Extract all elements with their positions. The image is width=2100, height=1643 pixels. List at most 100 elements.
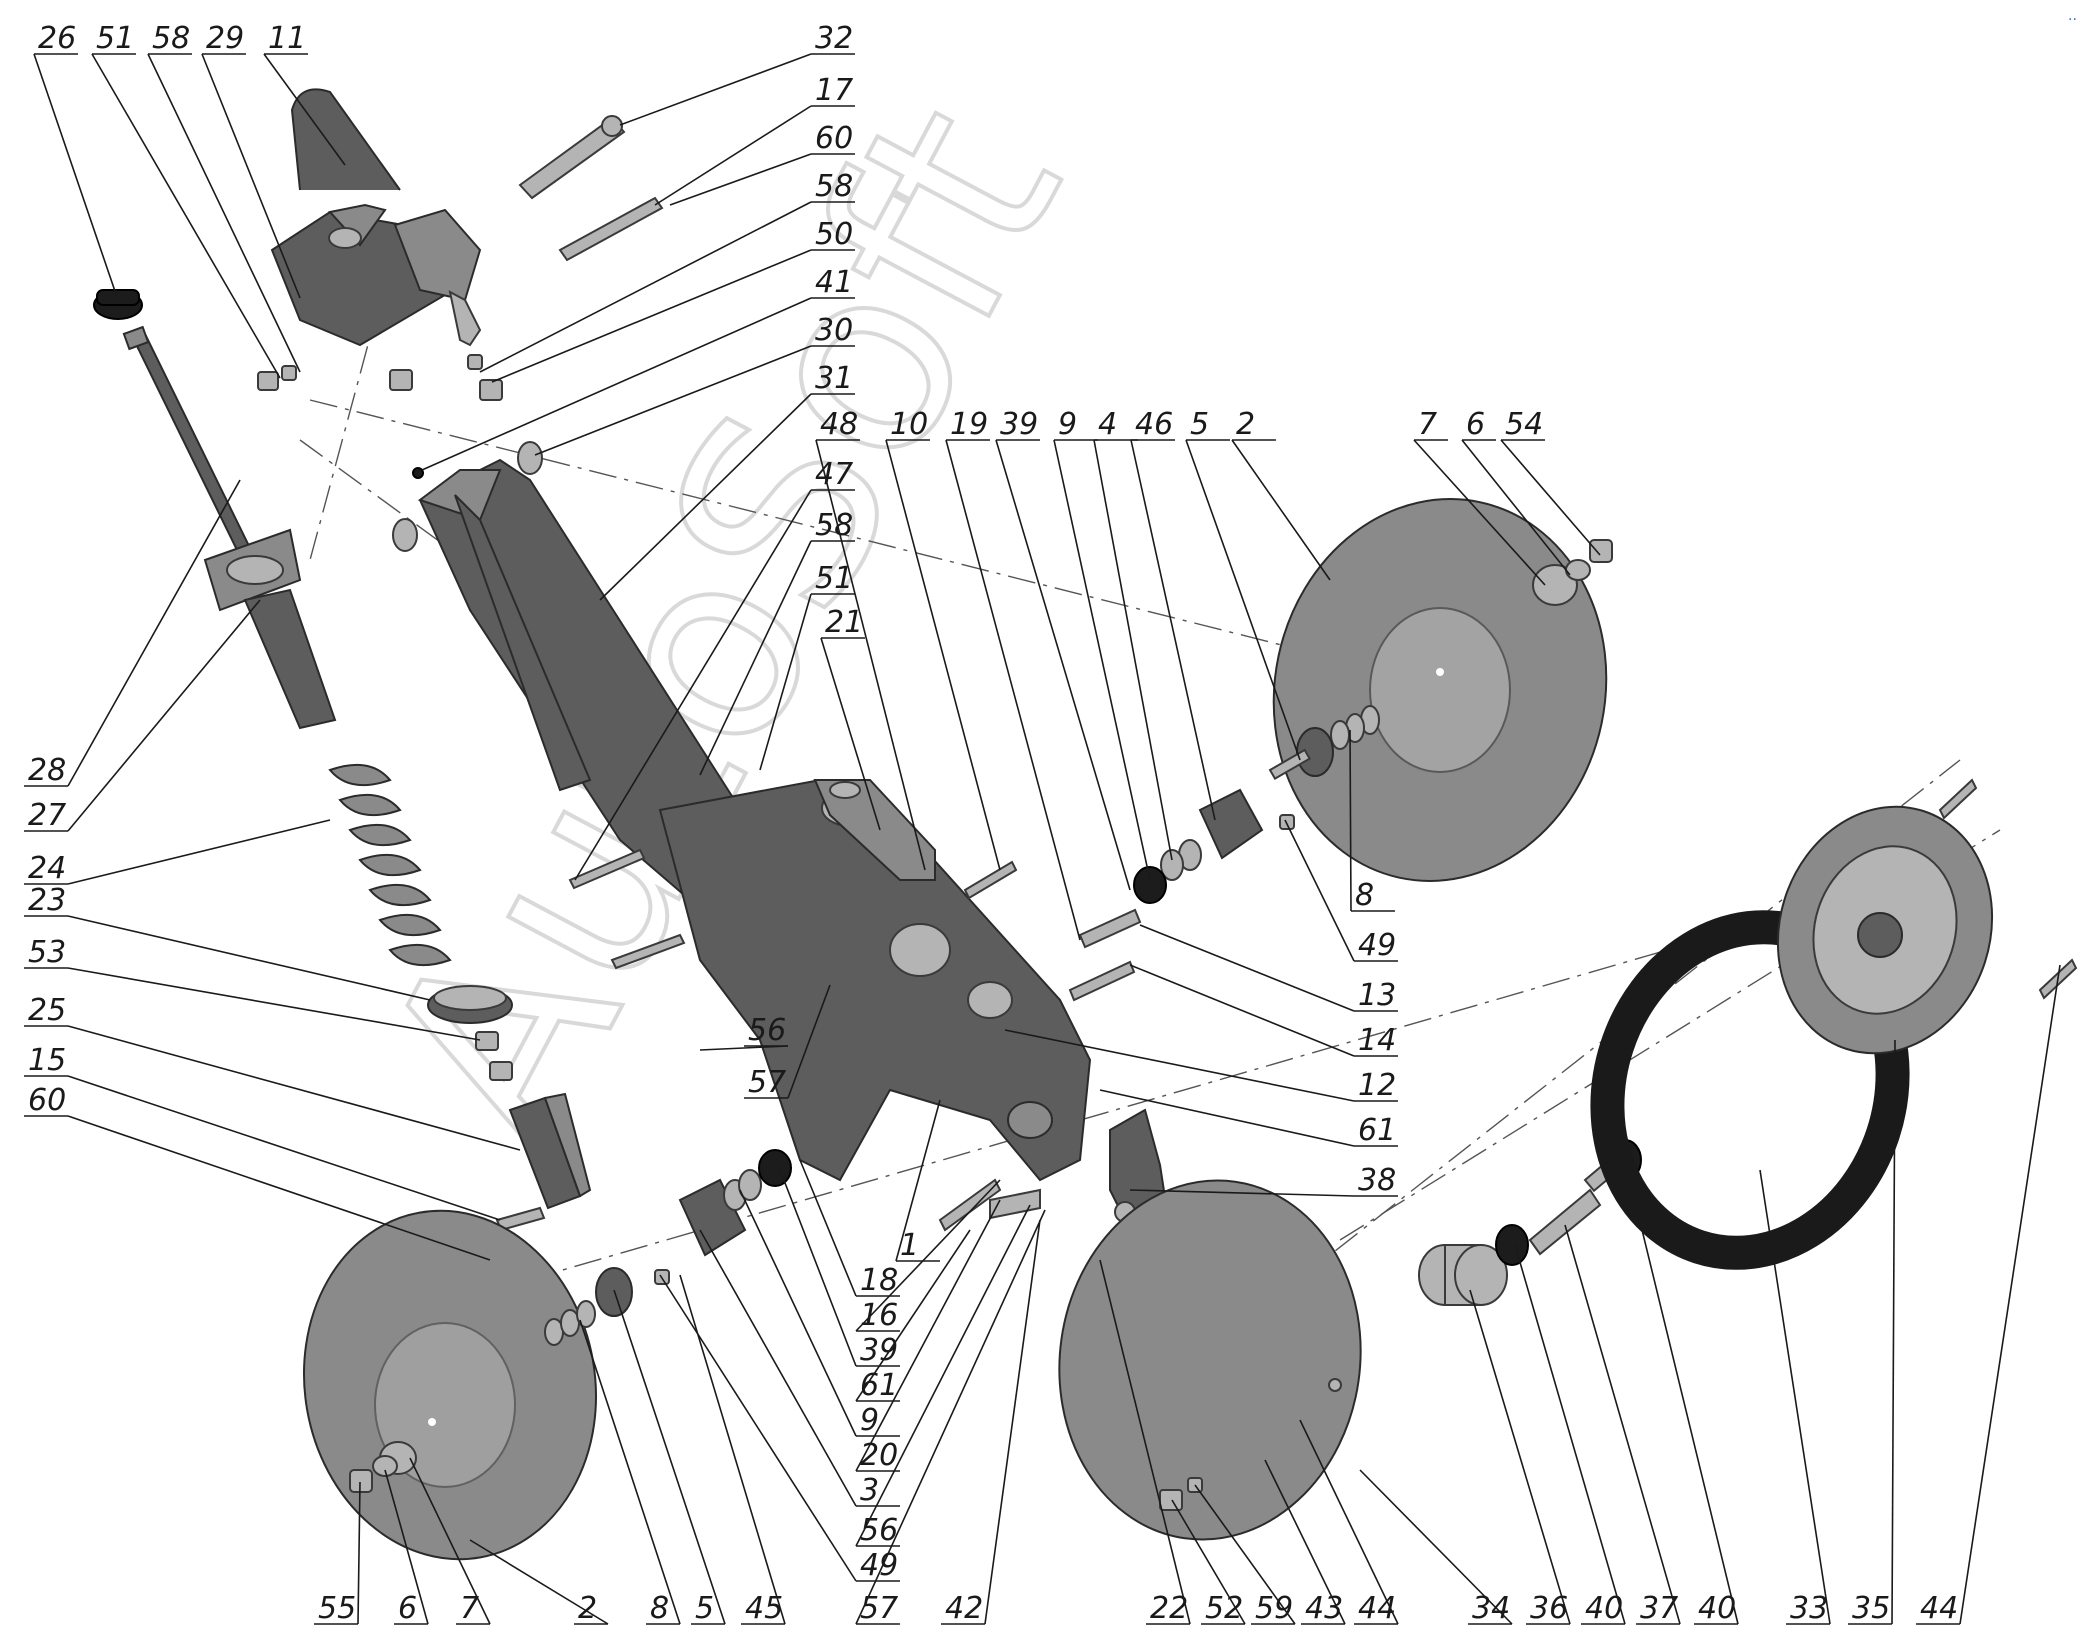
pin-32 [518, 115, 626, 200]
callout-number: 57 [748, 1065, 786, 1100]
callout-number: 44 [1920, 1591, 1958, 1626]
callout-number: 8 [650, 1591, 669, 1626]
callout-number: 58 [815, 508, 853, 543]
callout-number: 9 [860, 1403, 879, 1438]
callout-59: 59 [1194, 1484, 1296, 1626]
hub-fasteners-right [1532, 539, 1613, 606]
callout-leader [469, 1539, 609, 1625]
callout-number: 3 [860, 1473, 879, 1508]
callout-number: 18 [860, 1263, 898, 1298]
callout-leader [421, 297, 812, 471]
callout-number: 58 [152, 21, 190, 56]
callout-20: 20 [855, 1199, 1001, 1473]
rim-35 [1776, 805, 1994, 1055]
callout-49: 49 [1284, 819, 1398, 963]
callout-leader [855, 1209, 1046, 1625]
callout-42: 42 [941, 1219, 1041, 1626]
callout-38: 38 [1129, 1163, 1398, 1198]
wheel-disc-34 [1058, 1179, 1362, 1541]
callout-leader [1469, 1289, 1571, 1625]
callout-leader [1231, 439, 1331, 581]
callout-number: 20 [860, 1438, 898, 1473]
callout-leader [1461, 439, 1571, 576]
callout-number: 33 [1790, 1591, 1828, 1626]
callout-leader [1514, 1244, 1626, 1625]
callout-number: 23 [28, 883, 66, 918]
callout-18: 18 [799, 1159, 900, 1298]
callout-23: 23 [24, 883, 431, 1001]
callout-number: 34 [1472, 1591, 1510, 1626]
callout-19: 19 [945, 407, 1081, 941]
callout-leader [534, 345, 812, 456]
callout-leader [1185, 439, 1301, 761]
callout-number: 30 [815, 313, 853, 348]
callout-leader [855, 1199, 1001, 1472]
callout-leader [574, 489, 812, 881]
callout-leader [1299, 1419, 1399, 1625]
callout-number: 28 [28, 753, 66, 788]
callout-39: 39 [995, 407, 1131, 891]
callout-52: 52 [1171, 1499, 1246, 1626]
bracket-29 [270, 203, 482, 347]
callout-leader [855, 1179, 1001, 1332]
callout-number: 6 [1466, 407, 1485, 442]
callout-40: 40 [1624, 1159, 1739, 1626]
callout-number: 40 [1698, 1591, 1736, 1626]
callout-number: 56 [860, 1513, 898, 1548]
washers-30 [392, 441, 543, 552]
callout-leader [201, 53, 301, 299]
adjusting-rod-28 [122, 325, 252, 554]
callout-number: 22 [1150, 1591, 1188, 1626]
callout-leader [67, 967, 481, 1041]
callout-number: 27 [28, 798, 66, 833]
callout-leader [895, 1099, 941, 1262]
callout-53: 53 [24, 935, 481, 1041]
callout-leader [147, 53, 301, 373]
pins-13-14 [1068, 908, 1142, 1002]
callout-leader [1194, 1484, 1296, 1625]
callout-number: 35 [1852, 1591, 1890, 1626]
callout-number: 60 [815, 121, 853, 156]
callout-leader [699, 1229, 857, 1507]
callout-8: 8 [1349, 729, 1395, 913]
callout-2: 2 [1231, 407, 1331, 581]
callout-6: 6 [384, 1469, 429, 1626]
callout-leader [33, 53, 119, 301]
callout-56: 56 [699, 1013, 789, 1051]
callout-8: 8 [579, 1319, 681, 1626]
callout-31: 31 [599, 361, 855, 601]
callout-leader [699, 1045, 789, 1051]
callout-26: 26 [33, 21, 119, 301]
callout-34: 34 [1359, 1469, 1513, 1626]
callout-13: 13 [1139, 924, 1398, 1013]
callout-number: 26 [38, 21, 76, 56]
callout-16: 16 [855, 1179, 1001, 1333]
callout-number: 50 [815, 217, 853, 252]
callout-40: 40 [1514, 1244, 1626, 1626]
callout-15: 15 [24, 1043, 501, 1221]
callout-leader [945, 439, 1081, 941]
hub-fasteners-left [349, 1441, 417, 1493]
pin-16 [938, 1178, 1002, 1232]
callout-30: 30 [534, 313, 855, 456]
callout-number: 49 [860, 1548, 898, 1583]
callout-number: 52 [1205, 1591, 1243, 1626]
callout-58: 58 [479, 169, 855, 373]
callout-leader [1130, 439, 1216, 821]
callout-leader [984, 1219, 1041, 1625]
callout-leader [1359, 1469, 1513, 1625]
callout-number: 41 [815, 265, 853, 300]
arm-31 [417, 458, 762, 902]
callout-leader [67, 819, 331, 885]
callout-50: 50 [491, 217, 855, 383]
callout-number: 48 [820, 407, 858, 442]
callout-number: 2 [578, 1591, 597, 1626]
callout-number: 38 [1358, 1163, 1396, 1198]
callout-number: 6 [398, 1591, 417, 1626]
callout-leader [1564, 1224, 1681, 1625]
callout-39: 39 [779, 1169, 900, 1368]
corner-mark: .. [2068, 8, 2077, 24]
callout-17: 17 [654, 73, 855, 206]
callout-number: 29 [206, 21, 244, 56]
